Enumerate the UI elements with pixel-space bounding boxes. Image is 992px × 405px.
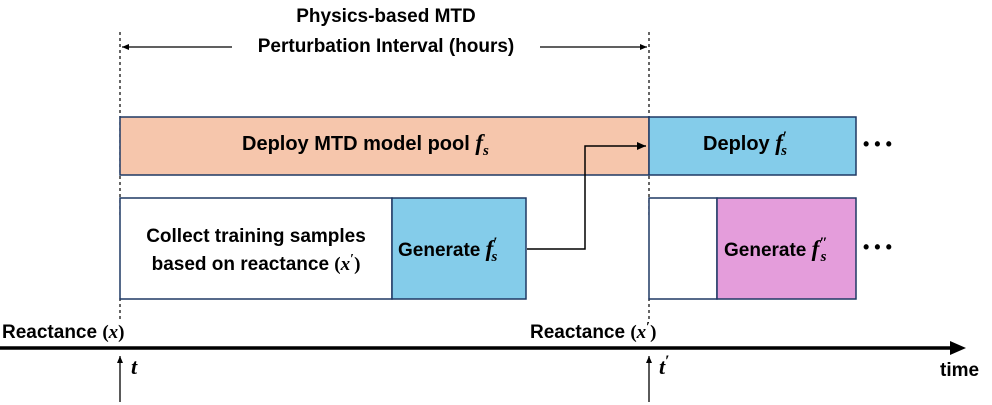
collect-prime: ′ (350, 252, 355, 267)
t-label: t (131, 354, 138, 379)
collect-label-line-1: Collect training samples (146, 226, 366, 247)
reactance-1-paren-open: ( (102, 322, 109, 343)
reactance-1-text: Reactance (2, 322, 98, 343)
generate2-symbol: f (811, 236, 820, 261)
reactance-2-text: Reactance (530, 322, 626, 343)
generate1-sub: s (491, 249, 498, 265)
deploy-next-sub: s (781, 143, 787, 159)
reactance-1-var: x (108, 322, 119, 343)
generate2-sub: s (820, 249, 827, 265)
t-prime-mark: ′ (665, 353, 670, 370)
generate2-box (716, 197, 857, 300)
deploy-pool-box (119, 116, 650, 176)
reactance-2-paren-open: ( (630, 322, 637, 343)
time-axis-arrowhead (950, 341, 966, 355)
title-line-2: Perturbation Interval (hours) (257, 36, 515, 57)
deploy-pool-text: Deploy MTD model pool (242, 133, 470, 155)
generate1-symbol: f (485, 236, 494, 261)
deploy-pool-sub: s (483, 143, 489, 159)
collect-line-2-text: based on reactance (151, 254, 330, 275)
deploy-next-box (648, 116, 857, 176)
deploy-pool-label: Deploy MTD model pool fs (242, 130, 489, 159)
reactance-2-var: x (636, 322, 647, 343)
collect-paren-close: ) (354, 254, 361, 275)
reactance-2-paren-close: ) (650, 322, 657, 343)
deploy-next-prime: ′ (782, 129, 788, 145)
collect-var: x (340, 254, 351, 275)
generate1-text: Generate (398, 240, 481, 261)
collect-box (119, 197, 393, 300)
collect-paren-open: ( (334, 254, 341, 275)
t-prime-var: t (659, 354, 666, 379)
reactance-1-paren-close: ) (118, 322, 125, 343)
generate2-prime: ″ (819, 235, 828, 251)
generate2-text: Generate (724, 240, 807, 261)
t-prime-label: t′ (659, 353, 670, 380)
connector-arrow (527, 142, 646, 250)
blank-box (648, 197, 718, 300)
deploy-pool-symbol: f (475, 130, 484, 155)
generate2-label: Generate f″s (724, 235, 828, 265)
ellipsis-bottom: • • • (863, 237, 892, 257)
reactance-2-label: Reactance (x′) (530, 320, 657, 344)
deploy-next-symbol: f (775, 130, 783, 155)
generate1-prime: ′ (493, 235, 498, 251)
deploy-next-label: Deploy f′s (703, 129, 788, 159)
deploy-next-text: Deploy (703, 133, 770, 155)
title-line-1: Physics-based MTD (296, 6, 476, 27)
reactance-2-prime: ′ (646, 320, 651, 335)
generate1-label: Generate f′s (398, 235, 498, 265)
generate1-box (391, 197, 527, 300)
reactance-1-label: Reactance (x) (2, 322, 125, 344)
ellipsis-top: • • • (863, 134, 892, 154)
collect-label-line-2: based on reactance (x′) (120, 252, 392, 276)
time-axis-label: time (940, 360, 980, 381)
